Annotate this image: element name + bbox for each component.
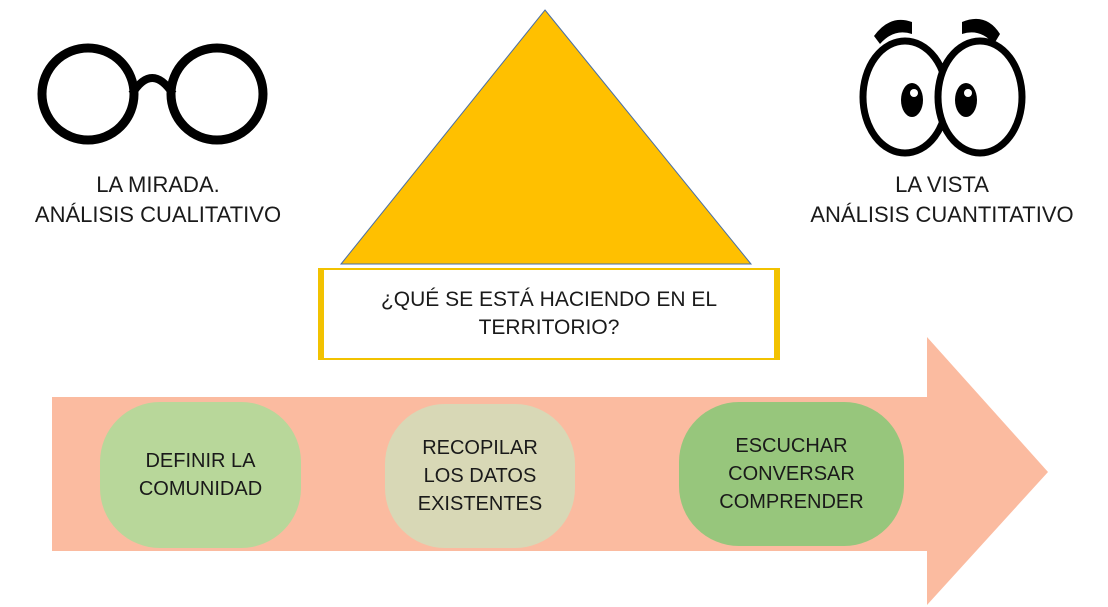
question-text: ¿QUÉ SE ESTÁ HACIENDO EN EL TERRITORIO? [380, 288, 718, 339]
step-collect-data: RECOPILAR LOS DATOS EXISTENTES [385, 404, 575, 548]
step-3-line2: CONVERSAR [728, 463, 855, 485]
step-listen-converse-understand: ESCUCHAR CONVERSAR COMPRENDER [679, 402, 904, 546]
step-3-line3: COMPRENDER [719, 491, 864, 513]
step-2-line3: EXISTENTES [417, 493, 543, 515]
step-1-line2: COMUNIDAD [138, 478, 263, 500]
step-3-line1: ESCUCHAR [735, 435, 848, 457]
left-label-line1: LA MIRADA. [96, 172, 220, 197]
step-2-line1: RECOPILAR [422, 437, 538, 459]
step-1-line1: DEFINIR LA [145, 450, 256, 472]
right-label-line1: LA VISTA [895, 172, 989, 197]
left-label-line2: ANÁLISIS CUALITATIVO [34, 202, 282, 227]
quantitative-analysis-label: LA VISTA ANÁLISIS CUANTITATIVO [776, 170, 1108, 230]
right-label-line2: ANÁLISIS CUANTITATIVO [810, 202, 1074, 227]
step-2-line2: LOS DATOS [423, 465, 537, 487]
qualitative-analysis-label: LA MIRADA. ANÁLISIS CUALITATIVO [0, 170, 316, 230]
question-box: ¿QUÉ SE ESTÁ HACIENDO EN EL TERRITORIO? [318, 268, 780, 360]
step-define-community: DEFINIR LA COMUNIDAD [100, 402, 301, 548]
